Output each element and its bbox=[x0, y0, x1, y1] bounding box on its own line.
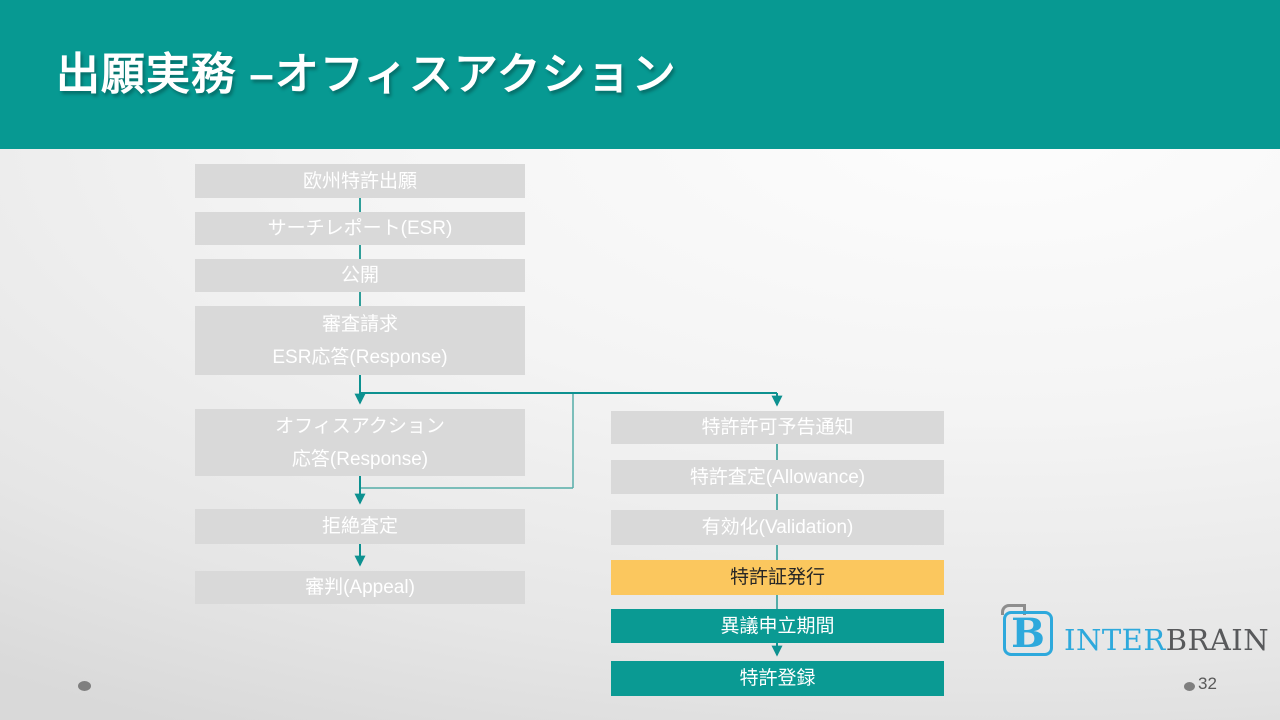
flow-box-label: 拒絶査定 bbox=[321, 516, 398, 537]
logo-text-brain: BRAIN bbox=[1165, 623, 1270, 657]
flow-box-intention-to-grant: 特許許可予告通知 bbox=[611, 411, 944, 444]
flow-box-label: 審査請求 bbox=[321, 313, 398, 335]
flow-box-certificate-issue: 特許証発行 bbox=[611, 560, 944, 595]
logo-letter: B bbox=[1011, 609, 1045, 657]
flow-box-label: 異議申立期間 bbox=[720, 615, 835, 637]
flow-box-office-action: オフィスアクション 応答(Response) bbox=[195, 409, 525, 476]
flow-box-label: 公開 bbox=[340, 265, 379, 286]
flow-box-label: 応答(Response) bbox=[291, 448, 429, 470]
flow-box-ep-application: 欧州特許出願 bbox=[195, 164, 525, 198]
footer-dot-left bbox=[78, 681, 91, 691]
page-number: 32 bbox=[1198, 674, 1217, 693]
logo-wordmark: INTERBRAIN bbox=[1064, 623, 1269, 657]
flow-box-label: 審判(Appeal) bbox=[305, 577, 415, 598]
slide-title: 出願実務 –オフィスアクション bbox=[56, 50, 677, 99]
flow-box-label: 欧州特許出願 bbox=[302, 170, 417, 192]
interbrain-logo: B INTERBRAIN bbox=[995, 598, 1275, 670]
flow-box-opposition-period: 異議申立期間 bbox=[611, 609, 944, 643]
flow-box-validation: 有効化(Validation) bbox=[611, 510, 944, 545]
logo-b-icon: B bbox=[1003, 611, 1053, 656]
flow-box-label: 有効化(Validation) bbox=[701, 517, 854, 538]
flow-box-publication: 公開 bbox=[195, 259, 525, 292]
flow-box-label: サーチレポート(ESR) bbox=[267, 218, 453, 239]
flow-box-label: ESR応答(Response) bbox=[272, 346, 448, 368]
title-bar: 出願実務 –オフィスアクション bbox=[0, 0, 1280, 149]
flow-box-label: 特許許可予告通知 bbox=[701, 417, 854, 438]
flow-box-label: オフィスアクション bbox=[275, 415, 445, 437]
flow-box-label: 特許査定(Allowance) bbox=[689, 466, 866, 488]
logo-bracket-icon bbox=[1001, 604, 1026, 615]
flow-box-label: 特許登録 bbox=[739, 668, 816, 689]
flow-box-registration: 特許登録 bbox=[611, 661, 944, 696]
flow-box-rejection: 拒絶査定 bbox=[195, 509, 525, 544]
flow-box-search-report: サーチレポート(ESR) bbox=[195, 212, 525, 245]
footer-dot-right bbox=[1184, 682, 1195, 691]
flow-box-allowance: 特許査定(Allowance) bbox=[611, 460, 944, 494]
flow-box-examination-request: 審査請求 ESR応答(Response) bbox=[195, 306, 525, 375]
logo-text-inter: INTER bbox=[1064, 623, 1166, 657]
flow-box-label: 特許証発行 bbox=[729, 567, 825, 588]
flow-box-appeal: 審判(Appeal) bbox=[195, 571, 525, 604]
